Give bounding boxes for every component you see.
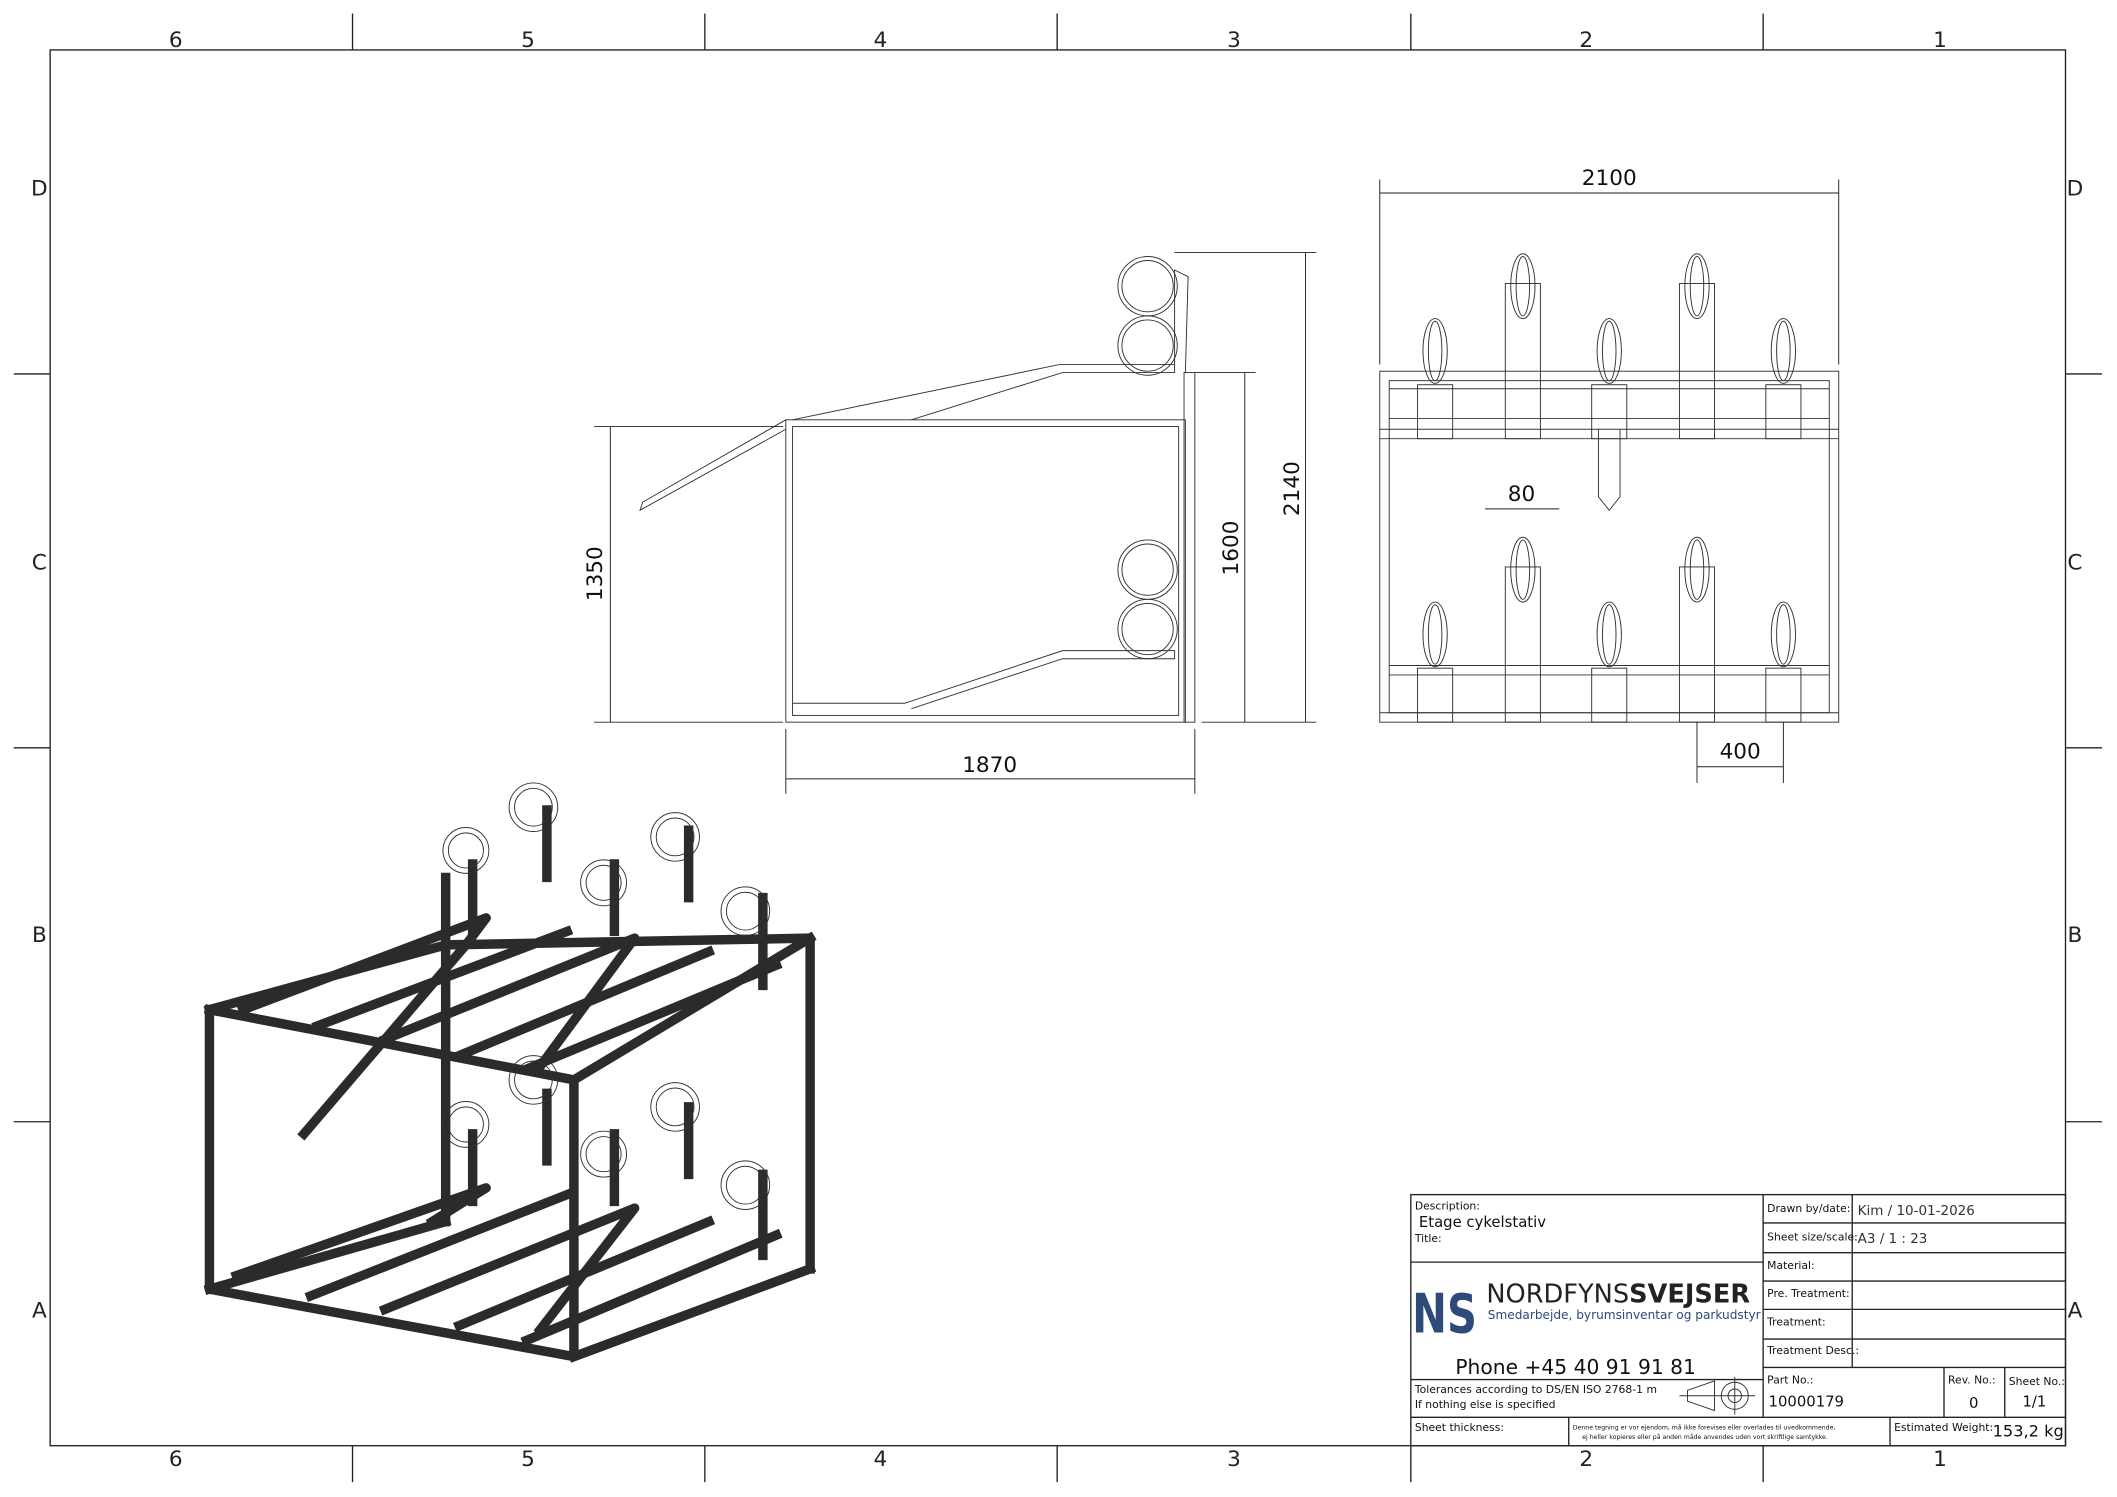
- zone-row: D: [2067, 177, 2084, 202]
- zone-col: 5: [521, 1447, 535, 1472]
- dim-1350: 1350: [583, 546, 608, 601]
- tolerance-line2: If nothing else is specified: [1415, 1398, 1556, 1411]
- sheet-size-label: Sheet size/scale:: [1767, 1231, 1858, 1244]
- sheet-no-label: Sheet No.:: [2009, 1375, 2065, 1388]
- company-name-light: NORDFYNS: [1486, 1280, 1629, 1310]
- logo-mark: NS: [1412, 1282, 1477, 1345]
- disclaimer-line1: Denne tegning er vor ejendom, må ikke fo…: [1573, 1423, 1836, 1432]
- dim-1870: 1870: [962, 753, 1017, 778]
- company-logo: NS NORDFYNSSVEJSER Smedarbejde, byrumsin…: [1412, 1280, 1760, 1346]
- zone-col: 3: [1227, 1447, 1241, 1472]
- dim-80: 80: [1508, 482, 1535, 507]
- tolerance-line1: Tolerances according to DS/EN ISO 2768-1…: [1414, 1383, 1657, 1396]
- part-no-value: 10000179: [1769, 1394, 1844, 1411]
- zone-col: 1: [1933, 1447, 1947, 1472]
- front-view: 2100 80 400: [1379, 166, 1840, 783]
- company-name: NORDFYNSSVEJSER: [1486, 1280, 1750, 1310]
- zone-labels: 6 5 4 3 2 1 6 5 4 3 2 1 D C B A D C B A: [31, 28, 2083, 1472]
- sheet-thickness-label: Sheet thickness:: [1415, 1421, 1504, 1434]
- sheet-no-value: 1/1: [2023, 1394, 2047, 1411]
- zone-col: 2: [1579, 28, 1593, 53]
- treatment-label: Treatment:: [1766, 1316, 1826, 1329]
- dim-400: 400: [1720, 740, 1761, 765]
- zone-col: 2: [1579, 1447, 1593, 1472]
- title-label: Title:: [1414, 1232, 1442, 1245]
- drawn-by-label: Drawn by/date:: [1767, 1202, 1850, 1215]
- projection-symbol-icon: [1679, 1376, 1756, 1415]
- phone-number: Phone +45 40 91 91 81: [1455, 1355, 1696, 1379]
- material-label: Material:: [1767, 1259, 1814, 1272]
- dim-1600: 1600: [1219, 521, 1244, 576]
- description-label: Description:: [1415, 1199, 1480, 1212]
- sheet-size-value: A3 / 1 : 23: [1858, 1231, 1928, 1247]
- company-name-bold: SVEJSER: [1629, 1280, 1750, 1310]
- zone-col: 1: [1933, 28, 1947, 53]
- isometric-view: [203, 782, 817, 1363]
- zone-row: A: [2068, 1298, 2083, 1323]
- zone-col: 5: [521, 28, 535, 53]
- treatment-desc-label: Treatment Desc.:: [1766, 1344, 1859, 1357]
- weight-label: Estimated Weight:: [1894, 1421, 1993, 1434]
- dim-2140: 2140: [1280, 461, 1305, 516]
- zone-row: C: [2067, 551, 2082, 576]
- rev-no-label: Rev. No.:: [1948, 1374, 1996, 1387]
- company-tagline: Smedarbejde, byrumsinventar og parkudsty…: [1488, 1308, 1761, 1322]
- weight-value: 153,2 kg: [1993, 1421, 2064, 1440]
- zone-col: 6: [169, 28, 183, 53]
- part-no-label: Part No.:: [1767, 1374, 1813, 1387]
- drawn-by-value: Kim / 10-01-2026: [1858, 1203, 1975, 1219]
- rev-no-value: 0: [1969, 1395, 1978, 1412]
- zone-col: 4: [873, 28, 887, 53]
- zone-ticks: [13, 13, 2102, 1483]
- title-block: Description: Etage cykelstativ Title: NS…: [1410, 1193, 2067, 1447]
- zone-col: 4: [873, 1447, 887, 1472]
- zone-row: B: [2068, 923, 2083, 948]
- description-value: Etage cykelstativ: [1419, 1214, 1546, 1231]
- zone-col: 3: [1227, 28, 1241, 53]
- zone-row: A: [32, 1298, 47, 1323]
- zone-row: B: [32, 923, 47, 948]
- zone-col: 6: [169, 1447, 183, 1472]
- disclaimer-line2: ej heller kopieres eller på anden måde a…: [1582, 1432, 1828, 1441]
- zone-row: C: [32, 551, 47, 576]
- zone-row: D: [31, 177, 48, 202]
- pre-treatment-label: Pre. Treatment:: [1767, 1287, 1849, 1300]
- side-view: 2140 1600 1350 1870: [583, 251, 1317, 794]
- dim-2100: 2100: [1582, 166, 1637, 191]
